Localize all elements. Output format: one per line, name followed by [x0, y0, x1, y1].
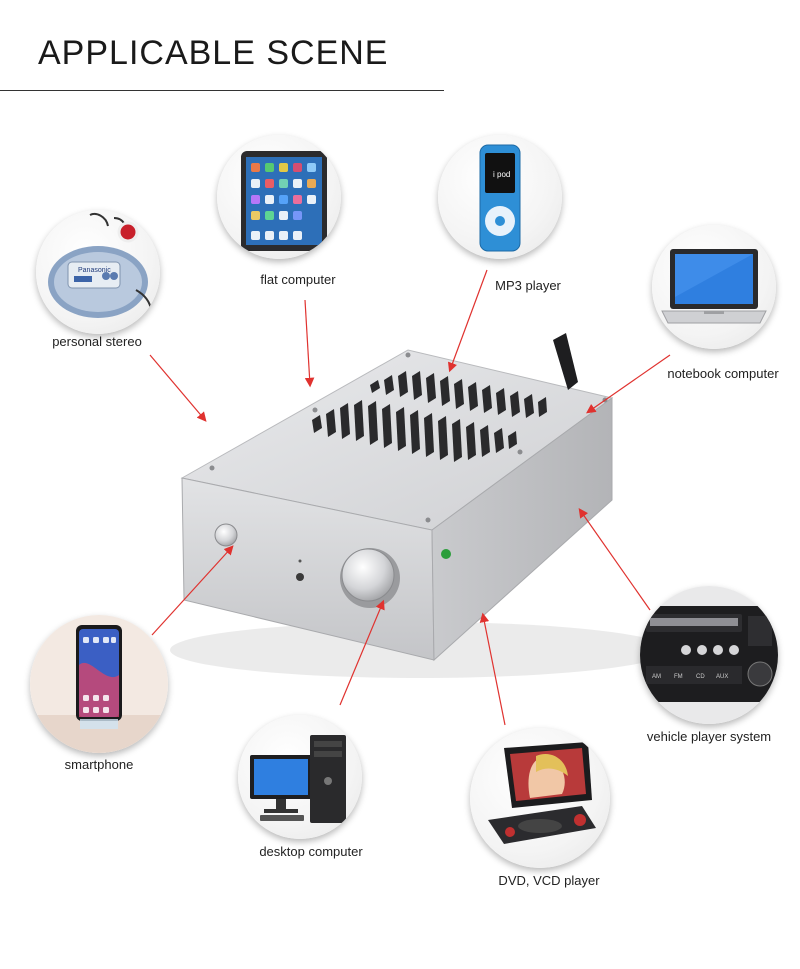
- mp3-player-label: MP3 player: [495, 278, 561, 293]
- device-smartphone: [30, 615, 168, 753]
- vent-slots-rear: [370, 371, 547, 418]
- arrow-vehicle: [578, 508, 651, 611]
- device-dvd-player: [470, 728, 610, 868]
- device-flat-computer: [217, 135, 341, 259]
- arrow-desktop: [339, 599, 385, 706]
- flat-computer-label: flat computer: [260, 272, 336, 287]
- dvd-player-label: DVD, VCD player: [498, 873, 600, 888]
- tablet-icon: [241, 151, 327, 251]
- antenna: [553, 333, 578, 390]
- arrow-flat-computer: [304, 299, 315, 388]
- arrow-dvd: [479, 612, 506, 726]
- power-led: [441, 549, 451, 559]
- device-personal-stereo: Panasonic: [36, 210, 160, 334]
- personal-stereo-label: personal stereo: [52, 334, 142, 349]
- page-title: APPLICABLE SCENE: [38, 34, 389, 72]
- svg-text:AUX: AUX: [716, 674, 728, 680]
- vehicle-player-label: vehicle player system: [646, 729, 772, 744]
- desktop-computer-label: desktop computer: [259, 844, 363, 859]
- desktop-computer-icon: [250, 735, 346, 823]
- device-desktop-computer: [238, 715, 362, 839]
- smartphone-label: smartphone: [64, 757, 134, 772]
- svg-text:CD: CD: [696, 674, 705, 680]
- device-vehicle-player: AM FM CD AUX: [640, 586, 778, 724]
- svg-text:Panasonic: Panasonic: [78, 267, 111, 274]
- svg-text:AM: AM: [652, 674, 661, 680]
- svg-text:i pod: i pod: [493, 170, 510, 179]
- ipod-icon: i pod: [479, 144, 521, 252]
- cd-player-icon: Panasonic: [48, 213, 153, 333]
- smartphone-icon: [30, 615, 168, 753]
- vent-slots-front: [312, 400, 517, 462]
- svg-text:FM: FM: [674, 674, 683, 680]
- laptop-icon: [661, 249, 767, 324]
- notebook-computer-label: notebook computer: [667, 366, 779, 381]
- portable-dvd-icon: [488, 742, 596, 844]
- volume-knob: [341, 548, 395, 602]
- arrow-mp3-player: [447, 269, 488, 373]
- title-divider: [0, 90, 444, 91]
- arrow-notebook: [586, 354, 671, 414]
- car-stereo-icon: AM FM CD AUX: [640, 586, 778, 724]
- device-notebook-computer: [652, 225, 776, 349]
- device-mp3-player: i pod: [438, 135, 562, 259]
- headphone-jack: [296, 573, 304, 581]
- arrow-personal-stereo: [149, 354, 207, 422]
